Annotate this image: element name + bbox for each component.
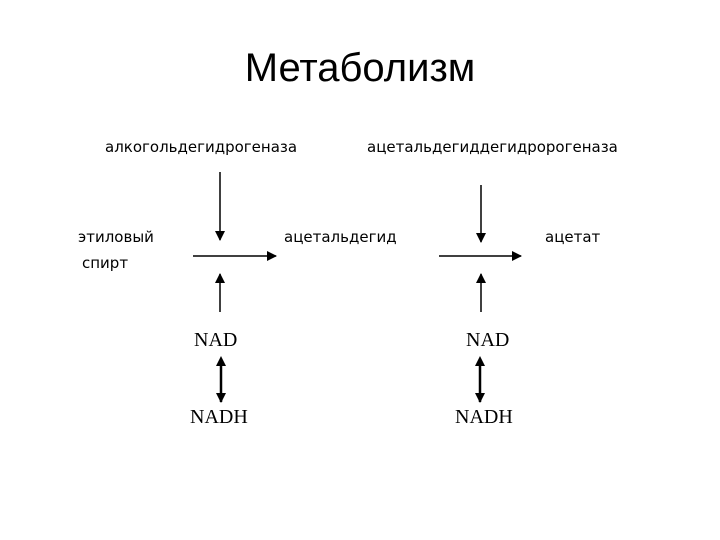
cofactor-1-oxidized-label: NAD <box>194 329 237 351</box>
substrate-label-line1: этиловый <box>78 228 154 246</box>
substrate-label-line2: спирт <box>82 254 128 272</box>
cofactor-2-reduced-label: NADH <box>455 406 513 428</box>
enzyme-2-label: ацетальдегиддегидророгеназа <box>367 138 618 156</box>
product-label: ацетат <box>545 228 601 246</box>
enzyme-1-label: алкогольдегидрогеназа <box>105 138 297 156</box>
cofactor-1-reduced-label: NADH <box>190 406 248 428</box>
cofactor-2-oxidized-label: NAD <box>466 329 509 351</box>
intermediate-label: ацетальдегид <box>284 228 397 246</box>
slide-title: Метаболизм <box>244 46 476 90</box>
